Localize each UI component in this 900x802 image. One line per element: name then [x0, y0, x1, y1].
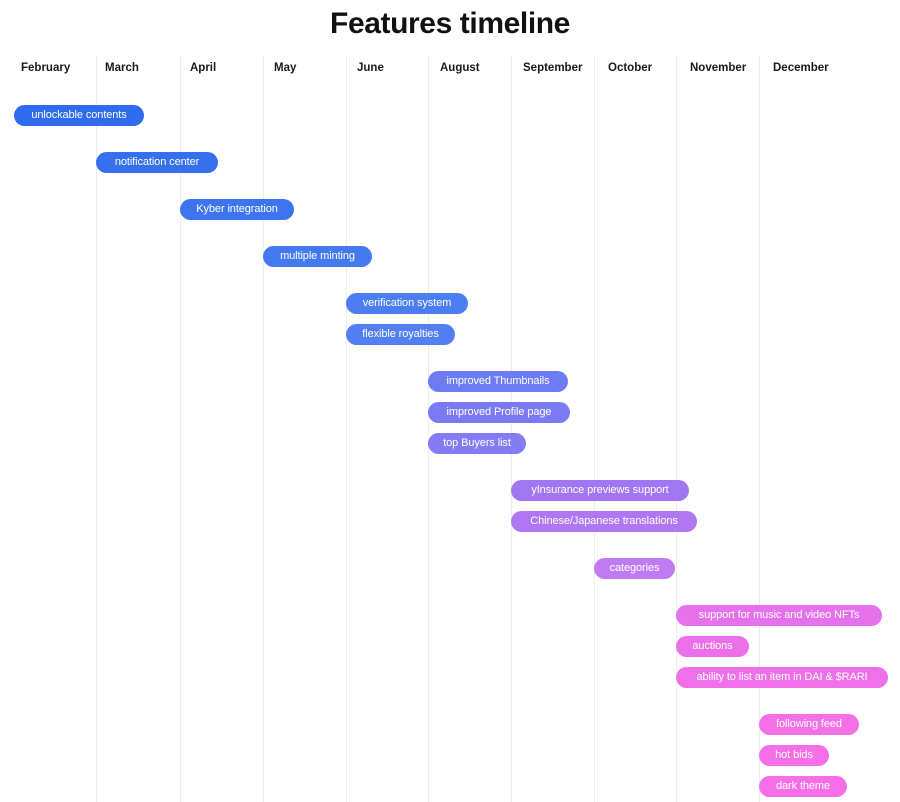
month-label-october: October [608, 62, 653, 74]
timeline-item-hot-bids[interactable]: hot bids [759, 745, 829, 766]
timeline-item-auctions[interactable]: auctions [676, 636, 749, 657]
timeline-item-improved-thumbnails[interactable]: improved Thumbnails [428, 371, 568, 392]
month-label-september: September [523, 62, 583, 74]
timeline-item-categories[interactable]: categories [594, 558, 675, 579]
month-label-november: November [690, 62, 747, 74]
timeline-item-following-feed[interactable]: following feed [759, 714, 859, 735]
timeline-item-notification-center[interactable]: notification center [96, 152, 218, 173]
timeline-item-yinsurance-previews-support[interactable]: yInsurance previews support [511, 480, 689, 501]
month-label-december: December [773, 62, 829, 74]
timeline-item-chinese-japanese-translations[interactable]: Chinese/Japanese translations [511, 511, 697, 532]
month-label-april: April [190, 62, 217, 74]
timeline-item-verification-system[interactable]: verification system [346, 293, 468, 314]
timeline-item-kyber-integration[interactable]: Kyber integration [180, 199, 294, 220]
timeline-item-top-buyers-list[interactable]: top Buyers list [428, 433, 526, 454]
timeline-item-multiple-minting[interactable]: multiple minting [263, 246, 372, 267]
month-axis-header: February March April May June August September… [0, 60, 900, 82]
timeline-item-improved-profile-page[interactable]: improved Profile page [428, 402, 570, 423]
month-label-june: June [357, 62, 384, 74]
month-label-may: May [274, 62, 297, 74]
timeline-item-unlockable-contents[interactable]: unlockable contents [14, 105, 144, 126]
timeline-item-support-for-music-and-video-nfts[interactable]: support for music and video NFTs [676, 605, 882, 626]
timeline-item-flexible-royalties[interactable]: flexible royalties [346, 324, 455, 345]
month-label-february: February [21, 62, 71, 74]
month-label-august: August [440, 62, 480, 74]
month-label-march: March [105, 62, 139, 74]
page-title: Features timeline [330, 7, 570, 40]
timeline-item-ability-to-list-an-item-in-dai-rari[interactable]: ability to list an item in DAI & $RARI [676, 667, 888, 688]
timeline-item-dark-theme[interactable]: dark theme [759, 776, 847, 797]
